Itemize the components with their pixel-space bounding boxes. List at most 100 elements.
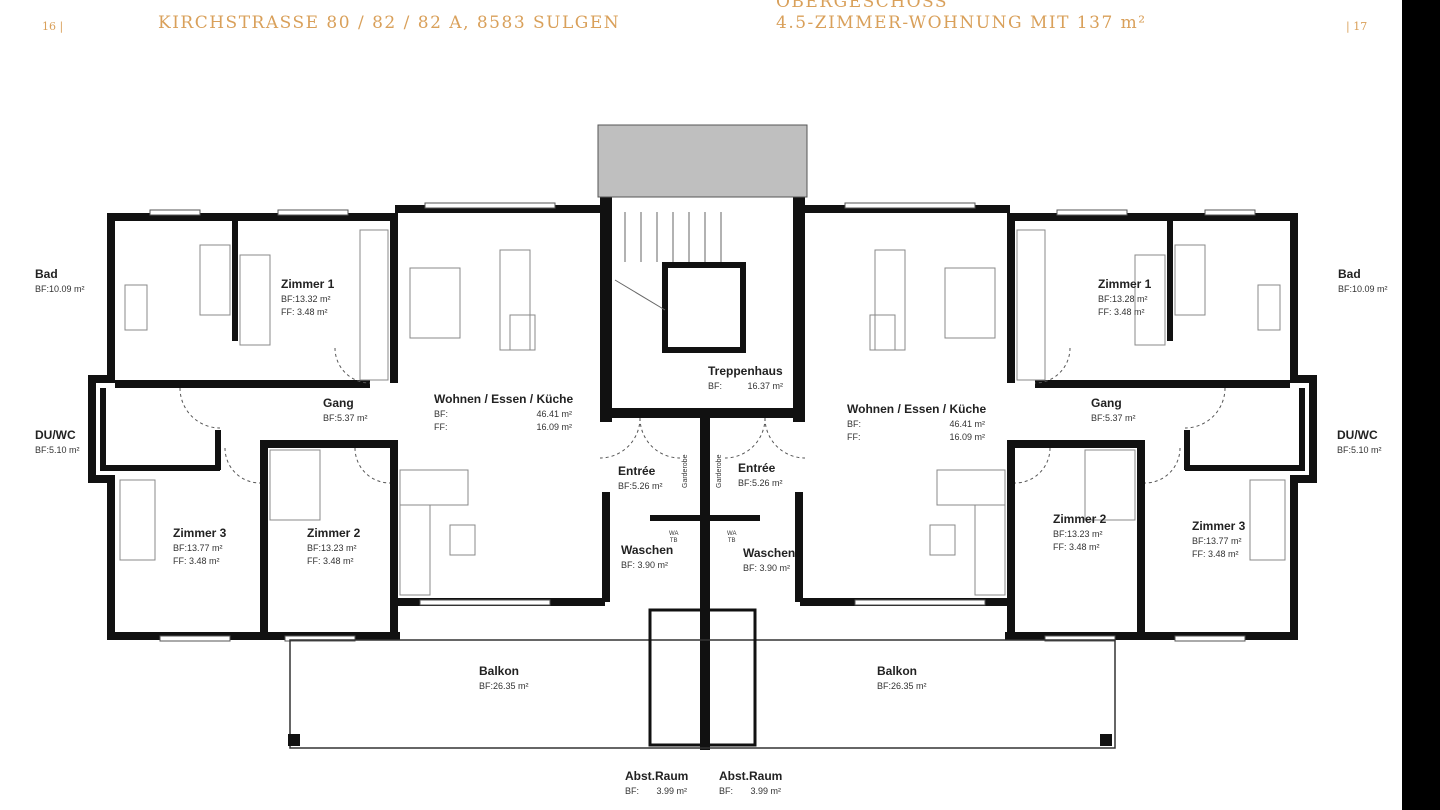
door-swing [179,387,221,429]
room-ff: FF: 3.48 m² [307,556,354,566]
room-area: BF:26.35 m² [877,681,927,691]
room-area: 3.99 m² [750,786,781,796]
wall [1007,440,1015,640]
furniture [269,449,321,521]
furniture [119,479,156,561]
balcony-outline [289,639,1116,749]
tb-label: TB [727,538,736,544]
wall [390,440,398,640]
window [854,599,986,606]
room-zimmer1-left: Zimmer 1 BF:13.32 m² FF: 3.48 m² [281,277,334,317]
room-area: BF:5.26 m² [618,481,663,491]
room-name: Gang [323,396,354,410]
storage-rooms [648,608,757,747]
wall [612,408,667,418]
wall [650,515,760,521]
ff-label: FF: [434,422,448,432]
wall [107,213,115,378]
door-swing [599,417,641,459]
room-ff: 16.09 m² [536,422,572,432]
window [284,635,356,642]
room-area: BF:13.23 m² [307,543,357,553]
room-name: Treppenhaus [708,364,783,378]
room-area: BF:13.23 m² [1053,529,1103,539]
wall [1185,465,1305,471]
tb-label: TB [669,538,678,544]
room-ff: FF: 3.48 m² [281,307,328,317]
room-name: Zimmer 3 [1192,519,1246,533]
wa-label: WA [669,531,679,537]
furniture [1084,449,1136,521]
furniture [929,524,956,556]
wall [395,205,605,213]
wall [1008,213,1298,221]
room-name: Balkon [479,664,520,678]
furniture [449,524,476,556]
room-name: Abst.Raum [625,769,689,783]
room-name: Balkon [877,664,918,678]
room-name: Zimmer 1 [1098,277,1152,291]
wall [1035,380,1290,388]
wall [1007,213,1015,383]
room-area: BF:5.10 m² [1337,445,1382,455]
wa-label: WA [727,531,737,537]
window [1044,635,1116,642]
room-name: Zimmer 1 [281,277,335,291]
furniture [1249,479,1286,561]
wall [600,197,612,422]
wall [667,408,743,418]
furniture [869,314,896,351]
room-area: BF:13.77 m² [173,543,223,553]
door-swing [764,417,806,459]
wall [107,213,397,221]
elevator-shaft [662,262,746,353]
window [149,209,201,216]
furniture [124,284,148,331]
wall [88,475,115,483]
door-swing [334,347,371,384]
bf-label: BF: [434,409,449,419]
bf-label: BF: [625,786,640,796]
wall [88,375,115,383]
wall [1290,475,1317,483]
wall [1290,375,1317,383]
room-name: Gang [1091,396,1122,410]
room-name: Waschen [621,543,674,557]
room-area: BF:10.09 m² [1338,284,1388,294]
bf-label: BF: [847,419,862,429]
party-wall [700,410,710,750]
room-area: BF:5.10 m² [35,445,80,455]
furniture [1174,244,1206,316]
door-swing [1034,347,1071,384]
room-ff: 16.09 m² [949,432,985,442]
wall [1290,213,1298,378]
room-area: 46.41 m² [949,419,985,429]
furniture [974,504,1006,596]
wall [1137,440,1145,632]
wall [100,388,106,470]
garderobe-label-left: Garderobe [682,454,689,488]
room-ff: FF: 3.48 m² [1192,549,1239,559]
furniture [399,469,469,506]
room-area: BF:13.32 m² [281,294,331,304]
wall [260,440,268,632]
bf-label: BF: [708,381,723,391]
page-edge [1402,0,1440,810]
room-name: Abst.Raum [719,769,783,783]
room-name: DU/WC [1337,428,1378,442]
room-name: Wohnen / Essen / Küche [847,402,987,416]
wall [100,465,220,471]
page-number-right: | 17 [1346,20,1368,33]
pillar [288,734,300,746]
